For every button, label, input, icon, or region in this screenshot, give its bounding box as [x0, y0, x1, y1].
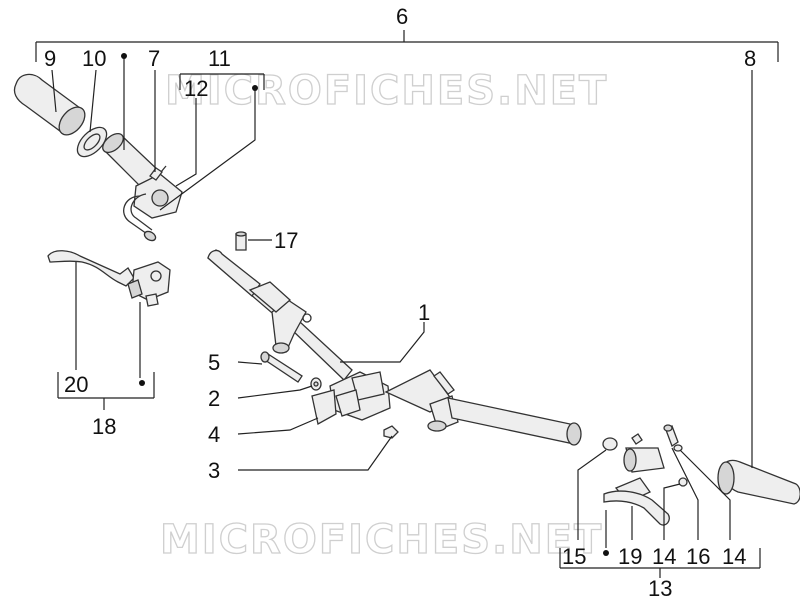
callout-4: 4 — [208, 422, 220, 447]
callout-6: 6 — [396, 4, 408, 29]
callout-9: 9 — [44, 46, 56, 71]
right-brake-lever[interactable] — [603, 490, 670, 526]
left-brake-lever[interactable] — [47, 250, 135, 287]
callout-14-right: 14 — [722, 544, 746, 569]
callout-labels: 6 9 10 7 11 12 8 17 1 5 20 2 18 4 3 15 1… — [44, 4, 756, 600]
callout-10: 10 — [82, 46, 106, 71]
bracket-4[interactable] — [311, 389, 361, 425]
washer-2[interactable] — [310, 377, 322, 391]
watermark-bottom: MICROFICHES.NET — [160, 517, 603, 563]
pin-18[interactable] — [235, 231, 247, 251]
nut-3[interactable] — [383, 425, 399, 439]
leader-dots — [121, 53, 609, 556]
screw-16[interactable] — [663, 424, 679, 447]
callout-13: 13 — [648, 576, 672, 600]
right-clamp[interactable] — [614, 447, 665, 503]
right-grip[interactable] — [717, 459, 800, 505]
handlebar-tube[interactable] — [207, 249, 582, 446]
callout-20: 20 — [64, 372, 88, 397]
callout-12: 12 — [184, 76, 208, 101]
callout-16: 16 — [686, 544, 710, 569]
callout-15: 15 — [562, 544, 586, 569]
throttle-tube[interactable] — [99, 130, 161, 189]
ring-10[interactable] — [72, 122, 112, 162]
callout-7: 7 — [148, 46, 160, 71]
callout-17: 19 — [618, 544, 642, 569]
master-cylinder[interactable] — [127, 261, 171, 307]
callout-8: 8 — [744, 46, 756, 71]
callout-11: 11 — [208, 46, 231, 71]
pin-17[interactable] — [631, 433, 643, 445]
callout-18: 17 — [274, 228, 298, 253]
callout-1: 1 — [418, 300, 430, 325]
screw-7[interactable] — [149, 167, 163, 181]
callout-19: 18 — [92, 414, 116, 439]
bushing-15[interactable] — [602, 437, 618, 451]
left-grip[interactable] — [13, 73, 89, 139]
callout-2: 2 — [208, 386, 220, 411]
leader-lines — [35, 30, 779, 578]
callout-5: 5 — [208, 350, 220, 375]
callout-3: 3 — [208, 458, 220, 483]
watermark-top: MICROFICHES.NET — [165, 68, 608, 114]
bolt-5[interactable] — [260, 351, 303, 383]
washer-14[interactable] — [673, 444, 688, 487]
callout-14-left: 14 — [652, 544, 676, 569]
